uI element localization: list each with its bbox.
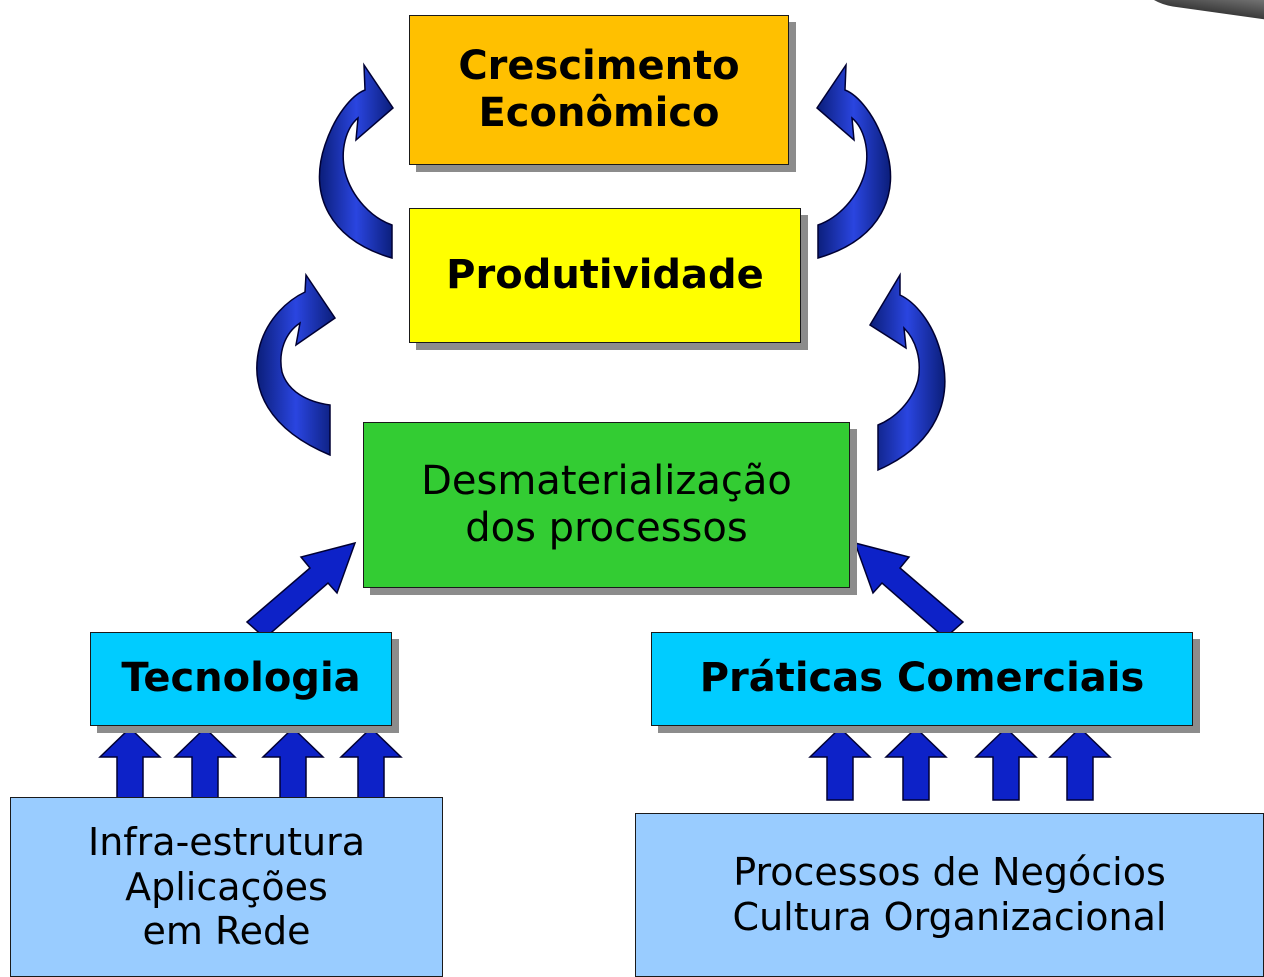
tecnologia-box: Tecnologia: [90, 632, 392, 726]
desmaterializacao-box: Desmaterialização dos processos: [363, 422, 850, 588]
crescimento-line1: Crescimento: [458, 42, 740, 89]
infra-estrutura-box: Infra-estrutura Aplicações em Rede: [10, 797, 443, 977]
produtividade-box: Produtividade: [409, 208, 801, 343]
diagonal-arrow-tecnologia: [245, 541, 357, 639]
desmaterializacao-line2: dos processos: [465, 505, 748, 551]
desmaterializacao-line1: Desmaterialização: [421, 457, 792, 504]
curved-arrow-left-middle: [256, 272, 337, 457]
up-arrow-praticas-3: [974, 726, 1038, 801]
up-arrow-tecnologia-4: [339, 726, 403, 801]
infra-line1: Infra-estrutura: [88, 819, 365, 864]
praticas-comerciais-box: Práticas Comerciais: [651, 632, 1193, 726]
crescimento-line2: Econômico: [478, 90, 720, 136]
processos-negocios-box: Processos de Negócios Cultura Organizaci…: [635, 813, 1264, 977]
curved-arrow-left-top: [318, 62, 394, 259]
infra-line2: Aplicações: [125, 864, 328, 909]
processos-line2: Cultura Organizacional: [732, 895, 1167, 939]
infra-line3: em Rede: [142, 909, 311, 954]
praticas-label: Práticas Comerciais: [699, 655, 1145, 702]
up-arrow-tecnologia-2: [173, 726, 237, 801]
tecnologia-label: Tecnologia: [121, 655, 361, 702]
produtividade-label: Produtividade: [446, 251, 764, 298]
up-arrow-praticas-1: [808, 726, 872, 801]
up-arrow-tecnologia-1: [98, 726, 162, 801]
processos-line1: Processos de Negócios: [733, 850, 1166, 895]
up-arrow-praticas-4: [1048, 726, 1112, 801]
curved-arrow-right-middle: [868, 272, 946, 472]
diagonal-arrow-praticas: [853, 541, 965, 639]
crescimento-economico-box: Crescimento Econômico: [409, 15, 789, 165]
up-arrow-praticas-2: [884, 726, 948, 801]
curved-arrow-right-top: [816, 62, 892, 259]
up-arrow-tecnologia-3: [261, 726, 325, 801]
